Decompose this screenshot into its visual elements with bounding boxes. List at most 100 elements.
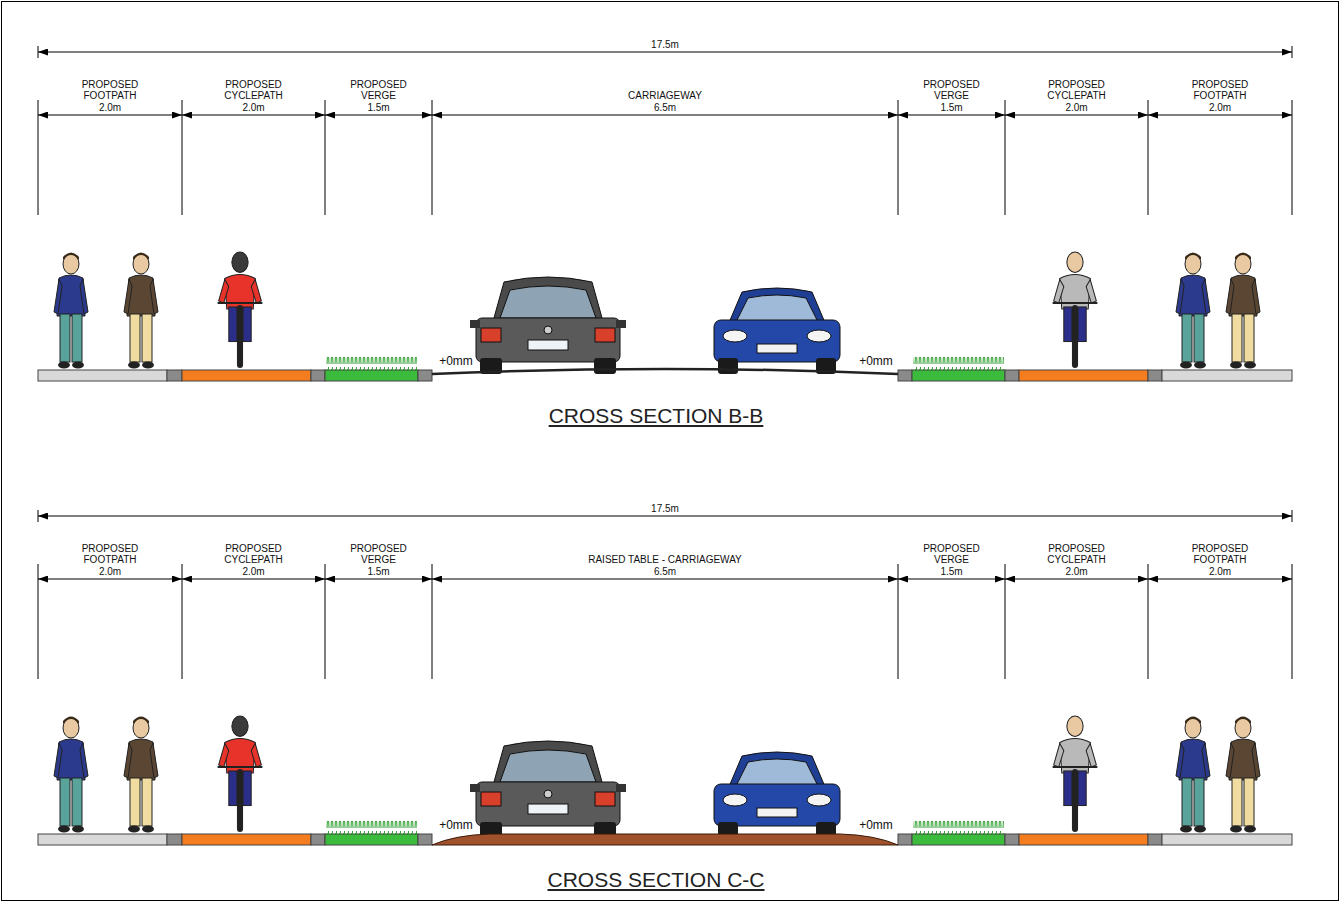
drawing-part bbox=[418, 370, 432, 381]
section-title: CROSS SECTION C-C bbox=[547, 868, 764, 892]
drawing-part bbox=[913, 357, 1004, 370]
drawing-part bbox=[432, 100, 433, 215]
overall-dimension: 17.5m bbox=[651, 39, 679, 50]
drawing-part bbox=[898, 115, 1005, 116]
drawing-part bbox=[736, 295, 818, 322]
drawing-part bbox=[723, 330, 747, 342]
element-name: CARRIAGEWAY bbox=[628, 90, 702, 101]
drawing-part bbox=[528, 340, 568, 350]
front-car bbox=[714, 288, 840, 374]
element-name: PROPOSED CYCLEPATH bbox=[224, 79, 283, 101]
element-name: PROPOSED FOOTPATH bbox=[82, 543, 139, 565]
drawing-part bbox=[1148, 100, 1149, 215]
drawing-part bbox=[476, 318, 620, 362]
element-name: PROPOSED VERGE bbox=[350, 79, 407, 101]
drawing-part bbox=[38, 370, 167, 381]
element-name: PROPOSED VERGE bbox=[923, 543, 980, 565]
width-dimension: 1.5m bbox=[940, 566, 962, 577]
drawing-part bbox=[500, 286, 596, 318]
drawing-part bbox=[1292, 46, 1293, 58]
drawing-part bbox=[182, 115, 325, 116]
width-dimension: 2.0m bbox=[242, 566, 264, 577]
width-dimension: 6.5m bbox=[654, 102, 676, 113]
width-dimension: 6.5m bbox=[654, 566, 676, 577]
overall-dimension: 17.5m bbox=[651, 503, 679, 514]
drawing-part bbox=[757, 344, 797, 353]
drawing-part bbox=[481, 328, 501, 342]
drawing-part bbox=[594, 358, 616, 374]
cross-section-copy bbox=[38, 510, 1292, 845]
drawing-part bbox=[1005, 370, 1019, 381]
drawing-part bbox=[167, 370, 182, 381]
width-dimension: 2.0m bbox=[99, 102, 121, 113]
drawing-part bbox=[38, 100, 39, 215]
element-name: PROPOSED CYCLEPATH bbox=[224, 543, 283, 565]
drawing-part bbox=[325, 115, 432, 116]
drawing-part bbox=[311, 370, 325, 381]
drawing-part bbox=[1176, 253, 1210, 369]
drawing-part bbox=[616, 320, 626, 328]
drawing-part bbox=[714, 320, 840, 362]
drawing-part bbox=[1005, 100, 1006, 215]
element-name: PROPOSED FOOTPATH bbox=[82, 79, 139, 101]
carriageway-line bbox=[432, 369, 898, 374]
width-dimension: 2.0m bbox=[1065, 102, 1087, 113]
width-dimension: 2.0m bbox=[1209, 102, 1231, 113]
drawing-part bbox=[807, 330, 831, 342]
drawing-part bbox=[1019, 370, 1148, 381]
drawing-part bbox=[124, 253, 158, 369]
element-name: PROPOSED CYCLEPATH bbox=[1047, 79, 1106, 101]
drawing-part bbox=[1292, 100, 1293, 215]
level-note: +0mm bbox=[438, 355, 474, 368]
drawing-part bbox=[325, 370, 418, 381]
width-dimension: 1.5m bbox=[367, 102, 389, 113]
drawing-part bbox=[1148, 115, 1292, 116]
drawing-part bbox=[898, 100, 899, 215]
drawing-part bbox=[38, 370, 1292, 381]
drawing-part bbox=[470, 320, 480, 328]
drawing-part bbox=[54, 253, 88, 369]
raised-table bbox=[432, 834, 898, 845]
width-dimension: 2.0m bbox=[99, 566, 121, 577]
drawing-part bbox=[38, 115, 1292, 116]
width-dimension: 1.5m bbox=[367, 566, 389, 577]
element-name: PROPOSED FOOTPATH bbox=[1192, 543, 1249, 565]
drawing-part bbox=[595, 328, 615, 342]
drawing-part bbox=[182, 370, 311, 381]
drawing-part bbox=[718, 358, 738, 374]
drawing-part bbox=[1148, 370, 1162, 381]
level-note: +0mm bbox=[438, 819, 474, 832]
width-dimension: 1.5m bbox=[940, 102, 962, 113]
cross-section bbox=[38, 46, 1292, 381]
drawing-part bbox=[1162, 370, 1292, 381]
element-name: PROPOSED CYCLEPATH bbox=[1047, 543, 1106, 565]
drawing-part bbox=[912, 370, 1005, 381]
drawing-part bbox=[182, 100, 183, 215]
drawing-part bbox=[1226, 253, 1260, 369]
drawing-part bbox=[38, 115, 182, 116]
width-dimension: 2.0m bbox=[1065, 566, 1087, 577]
drawing-part bbox=[326, 357, 417, 370]
element-name: PROPOSED VERGE bbox=[923, 79, 980, 101]
width-dimension: 2.0m bbox=[1209, 566, 1231, 577]
drawing-part bbox=[325, 100, 326, 215]
drawing-part bbox=[1005, 115, 1148, 116]
drawing-part bbox=[432, 115, 898, 116]
element-name: PROPOSED VERGE bbox=[350, 543, 407, 565]
level-note: +0mm bbox=[858, 819, 894, 832]
section-title: CROSS SECTION B-B bbox=[549, 404, 764, 428]
drawing-part bbox=[728, 288, 826, 325]
level-note: +0mm bbox=[858, 355, 894, 368]
drawing-part bbox=[218, 252, 263, 368]
drawing-part bbox=[898, 370, 912, 381]
drawing-part bbox=[38, 46, 39, 58]
element-name: PROPOSED FOOTPATH bbox=[1192, 79, 1249, 101]
drawing-part bbox=[544, 326, 552, 334]
rear-car bbox=[470, 277, 626, 374]
drawing-part bbox=[38, 52, 1292, 53]
drawing-part bbox=[38, 100, 1292, 215]
drawing-part bbox=[1053, 252, 1098, 368]
width-dimension: 2.0m bbox=[242, 102, 264, 113]
element-name: RAISED TABLE - CARRIAGEWAY bbox=[588, 554, 742, 565]
